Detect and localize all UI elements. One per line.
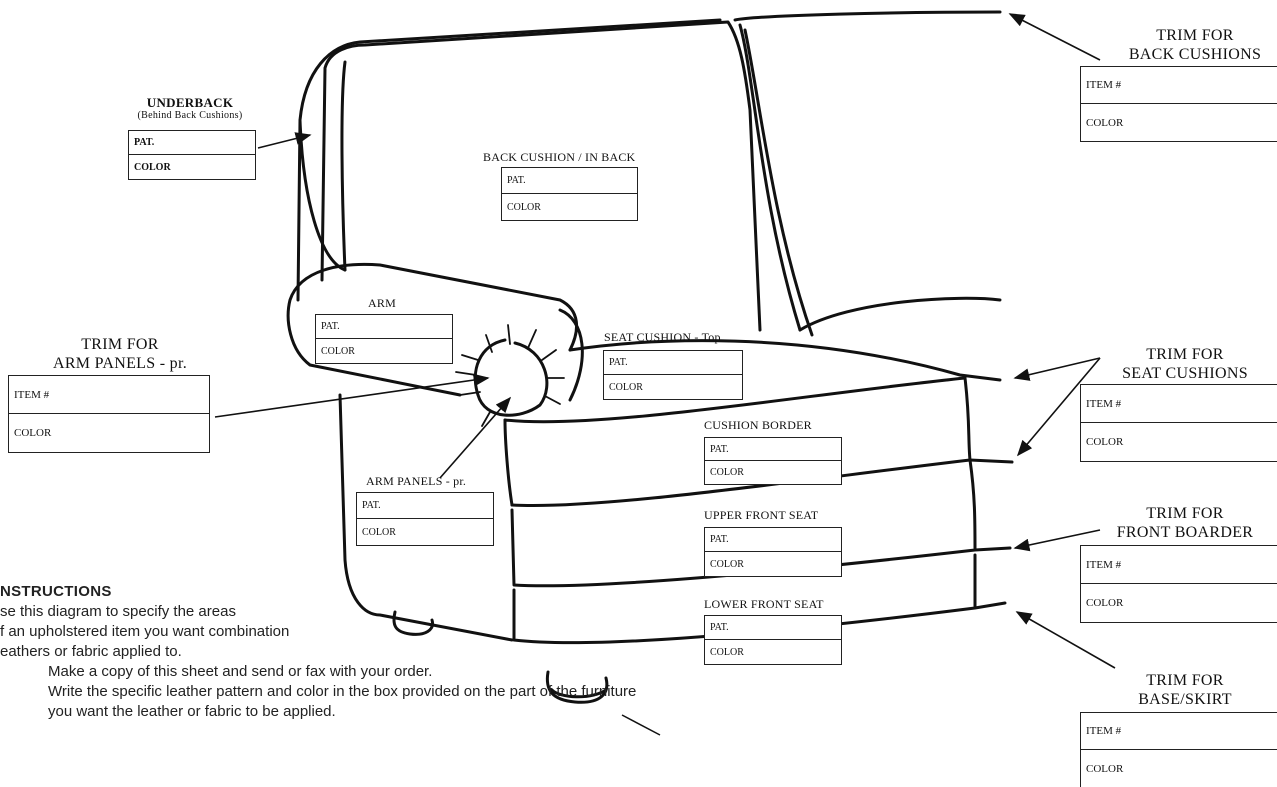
trim-back-cushions-box[interactable]: ITEM # COLOR	[1080, 66, 1277, 142]
arrow-arm-panels	[439, 396, 512, 479]
back-right-seat	[798, 296, 1002, 332]
lower-front-seat-color-row[interactable]: COLOR	[710, 646, 744, 658]
trim-base-line2: BASE/SKIRT	[1138, 691, 1232, 708]
trim-seat-line2: SEAT CUSHIONS	[1122, 365, 1248, 382]
arm-color-row[interactable]: COLOR	[321, 345, 355, 357]
back-cushion-box[interactable]: PAT. COLOR	[501, 167, 638, 221]
trim-seat-line1: TRIM FOR	[1146, 346, 1224, 363]
trim-seat-color-row[interactable]: COLOR	[1086, 436, 1124, 448]
instructions: NSTRUCTIONS se this diagram to specify t…	[0, 582, 860, 722]
upper-front-seat-title: UPPER FRONT SEAT	[704, 508, 819, 522]
seat-cushion-pat-row[interactable]: PAT.	[604, 351, 742, 375]
trim-seat-item-row[interactable]: ITEM #	[1081, 385, 1277, 423]
foot-front	[545, 670, 609, 704]
instructions-line1: se this diagram to specify the areas	[0, 603, 236, 620]
back-cushion-color-row[interactable]: COLOR	[507, 201, 541, 213]
trim-base-skirt-title: TRIM FOR BASE/SKIRT	[1100, 671, 1270, 709]
upper-front-seat-color-row[interactable]: COLOR	[710, 558, 744, 570]
trim-arm-panels-title: TRIM FOR ARM PANELS - pr.	[30, 335, 210, 373]
arrow-trim-front	[1013, 529, 1101, 552]
trim-front-color-row[interactable]: COLOR	[1086, 597, 1124, 609]
trim-arm-item-row[interactable]: ITEM #	[9, 376, 209, 414]
trim-base-item-row[interactable]: ITEM #	[1081, 713, 1277, 750]
trim-base-skirt-box[interactable]: ITEM # COLOR	[1080, 712, 1277, 787]
upper-front-seat-box[interactable]: PAT. COLOR	[704, 527, 842, 577]
seat-cushion-box[interactable]: PAT. COLOR	[603, 350, 743, 400]
cushion-border-color-row[interactable]: COLOR	[710, 467, 744, 478]
trim-seat-cushions-title: TRIM FOR SEAT CUSHIONS	[1095, 345, 1275, 383]
lower-front-seat-box[interactable]: PAT. COLOR	[704, 615, 842, 665]
arm-pat-row[interactable]: PAT.	[316, 315, 452, 339]
cushion-border-title: CUSHION BORDER	[704, 418, 812, 432]
arrow-trim-seat-a	[1013, 357, 1101, 381]
trim-front-line1: TRIM FOR	[1146, 505, 1224, 522]
trim-back-color-row[interactable]: COLOR	[1086, 116, 1124, 129]
trim-base-line1: TRIM FOR	[1146, 672, 1224, 689]
arm-panels-pat-row[interactable]: PAT.	[357, 493, 493, 519]
arm-panels-box[interactable]: PAT. COLOR	[356, 492, 494, 546]
underback-label: UNDERBACK	[146, 95, 234, 110]
arrow-trim-seat-b	[1016, 357, 1101, 457]
underback-title: UNDERBACK (Behind Back Cushions)	[110, 95, 270, 122]
underback-color-row[interactable]: COLOR	[134, 161, 171, 173]
trim-back-line2: BACK CUSHIONS	[1128, 46, 1262, 63]
instructions-line2: f an upholstered item you want combinati…	[0, 623, 290, 640]
body-side	[338, 393, 514, 642]
arrow-trim-base	[1015, 611, 1116, 669]
seat-cushion-top	[503, 339, 1002, 424]
arm-box[interactable]: PAT. COLOR	[315, 314, 453, 364]
foot-left	[392, 610, 435, 636]
trim-arm-line1: TRIM FOR	[81, 336, 159, 353]
seat-cushion-color-row[interactable]: COLOR	[609, 381, 643, 393]
arrow-underback	[257, 132, 312, 149]
underback-pat-row[interactable]: PAT.	[129, 131, 255, 155]
trim-arm-color-row[interactable]: COLOR	[14, 427, 52, 439]
cushion-border-box[interactable]: PAT. COLOR	[704, 437, 842, 485]
back-cushion-left	[320, 20, 762, 332]
instructions-line3: eathers or fabric applied to.	[0, 643, 182, 660]
arm-panels-color-row[interactable]: COLOR	[362, 526, 396, 538]
instructions-step1: Make a copy of this sheet and send or fa…	[48, 663, 433, 680]
upper-front-seat-pat-row[interactable]: PAT.	[705, 528, 841, 552]
back-cushion-pat-row[interactable]: PAT.	[502, 168, 637, 194]
trim-arm-panels-box[interactable]: ITEM # COLOR	[8, 375, 210, 453]
instructions-step2: Write the specific leather pattern and c…	[48, 683, 637, 700]
arm-front	[473, 308, 584, 417]
trim-back-item-row[interactable]: ITEM #	[1081, 67, 1277, 104]
trim-seat-cushions-box[interactable]: ITEM # COLOR	[1080, 384, 1277, 462]
arm-panels-title: ARM PANELS - pr.	[366, 474, 467, 488]
arrow-trim-back	[1008, 13, 1101, 61]
trim-front-boarder-box[interactable]: ITEM # COLOR	[1080, 545, 1277, 623]
underback-outline	[296, 18, 722, 302]
cushion-border-pat-row[interactable]: PAT.	[705, 438, 841, 461]
arm-top	[286, 262, 579, 397]
cushion-border-front	[503, 376, 972, 507]
underback-subtitle: (Behind Back Cushions)	[137, 110, 243, 121]
arm-panel-pleats	[455, 324, 565, 427]
arm-title: ARM	[368, 296, 396, 310]
trim-base-color-row[interactable]: COLOR	[1086, 762, 1124, 775]
cushion-border-bottom	[510, 458, 1014, 508]
trim-back-cushions-title: TRIM FOR BACK CUSHIONS	[1110, 26, 1277, 64]
back-cushion-right	[733, 10, 1002, 337]
trim-arm-line2: ARM PANELS - pr.	[52, 355, 187, 372]
lower-front-seat-pat-row[interactable]: PAT.	[705, 616, 841, 640]
lower-front-seat-title: LOWER FRONT SEAT	[704, 597, 824, 611]
trim-front-line2: FRONT BOARDER	[1116, 524, 1254, 541]
arrow-trim-arm	[214, 373, 490, 418]
trim-back-line1: TRIM FOR	[1156, 27, 1234, 44]
seat-cushion-title: SEAT CUSHION - Top	[604, 330, 721, 344]
leader-foot	[621, 714, 661, 736]
instructions-step3: you want the leather or fabric to be app…	[48, 703, 336, 720]
back-cushion-title: BACK CUSHION / IN BACK	[483, 150, 636, 164]
trim-front-item-row[interactable]: ITEM #	[1081, 546, 1277, 584]
underback-box[interactable]: PAT. COLOR	[128, 130, 256, 180]
instructions-heading: NSTRUCTIONS	[0, 583, 112, 600]
trim-front-boarder-title: TRIM FOR FRONT BOARDER	[1090, 504, 1277, 542]
